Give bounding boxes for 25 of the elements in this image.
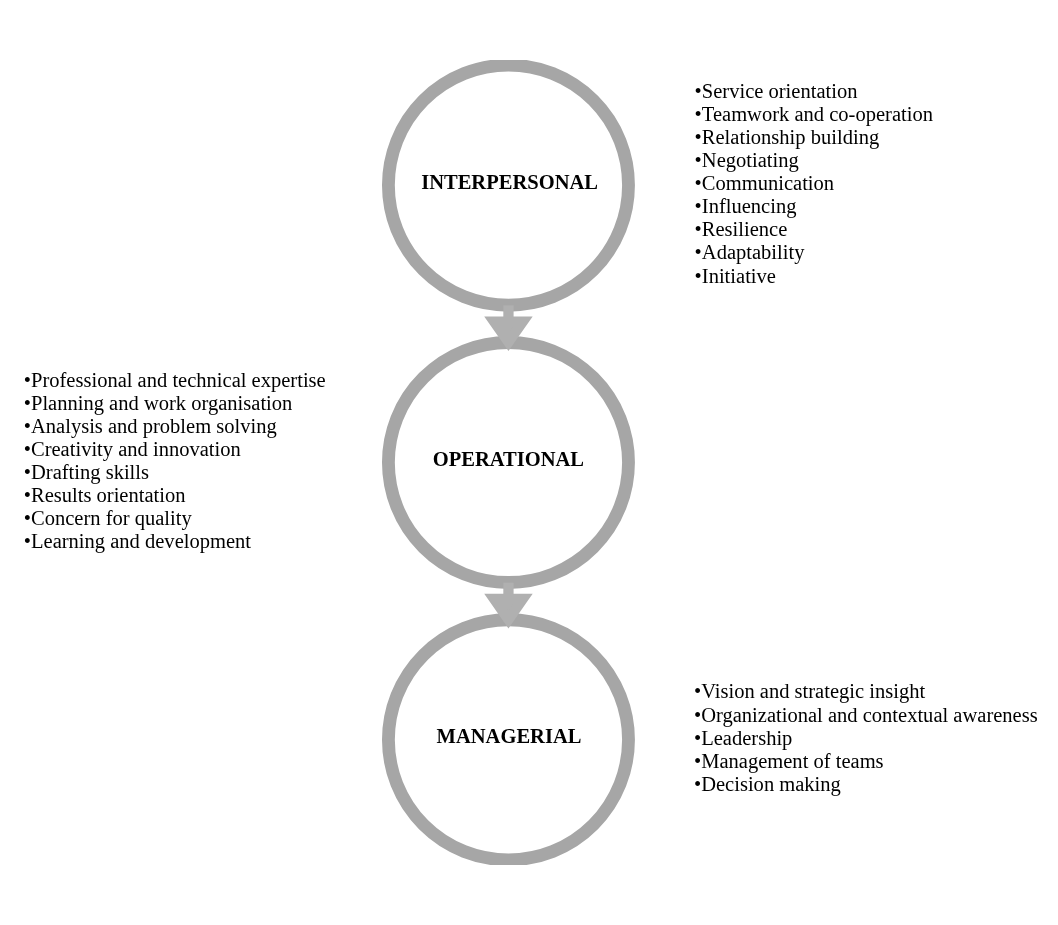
node-label: •Leadership <box>693 726 793 749</box>
node-circle: INTERPERSONAL <box>382 60 635 312</box>
node-label: •Relationship building <box>694 125 880 148</box>
node-label: •Resilience <box>694 218 788 241</box>
node-label: •Vision and strategic insight <box>693 680 926 703</box>
node-label: •Planning and work organisation <box>23 391 293 414</box>
node-label: •Management of teams <box>693 749 884 772</box>
node-label: •Professional and technical expertise <box>23 368 326 391</box>
node-label: •Negotiating <box>694 148 799 171</box>
node-label: •Decision making <box>693 772 841 795</box>
node-label: •Service orientation <box>694 79 858 102</box>
node-circle: OPERATIONAL <box>382 336 635 589</box>
node-label: •Teamwork and co-operation <box>694 102 933 125</box>
node-label: •Influencing <box>694 195 797 218</box>
node-label: •Analysis and problem solving <box>23 414 277 437</box>
node-label: •Creativity and innovation <box>23 437 241 460</box>
node-circle: MANAGERIAL <box>382 613 635 865</box>
node-label: •Communication <box>694 172 835 195</box>
node-label: •Learning and development <box>23 530 252 553</box>
node-label: •Adaptability <box>694 241 805 264</box>
node-label: •Concern for quality <box>23 507 192 530</box>
node-label: •Initiative <box>694 264 776 287</box>
node-label: •Organizational and contextual awareness <box>693 703 1038 726</box>
node-label: •Drafting skills <box>23 460 150 483</box>
node-label: •Results orientation <box>23 484 186 507</box>
